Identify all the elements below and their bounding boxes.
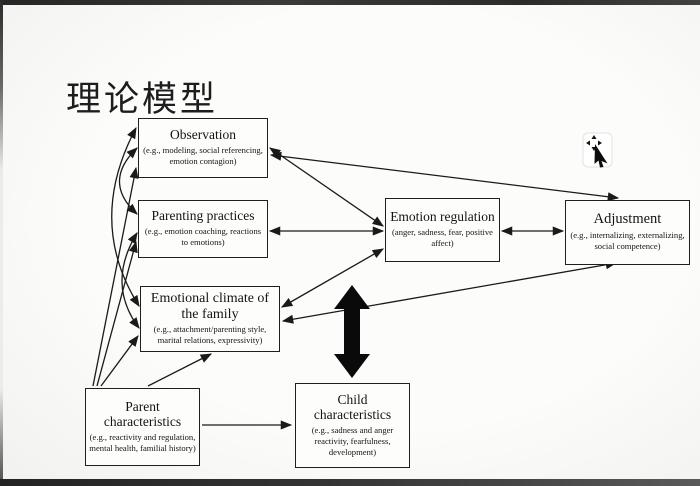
node-emotional-climate: Emotional climate of the family (e.g., a… [140, 286, 280, 352]
node-observation-title: Observation [170, 127, 236, 143]
node-observation-subtitle: (e.g., modeling, social referencing, emo… [143, 145, 263, 167]
node-emotion-regulation: Emotion regulation (anger, sadness, fear… [385, 198, 500, 262]
letterbox-left [0, 0, 3, 486]
line-climate-adjustment [281, 260, 618, 324]
letterbox-top [0, 0, 700, 5]
line-observation-emotionreg [269, 147, 384, 227]
line-parentchar-climate-bottom [147, 353, 213, 387]
node-emotional-climate-subtitle: (e.g., attachment/parenting style, marit… [153, 324, 267, 346]
node-adjustment-title: Adjustment [593, 211, 662, 228]
line-climate-emotionreg [281, 248, 384, 308]
line-parentchar-observation [92, 166, 139, 387]
node-child-characteristics-title: Child characteristics [313, 391, 392, 422]
node-child-characteristics: Child characteristics (e.g., sadness and… [295, 383, 410, 468]
node-observation: Observation (e.g., modeling, social refe… [138, 118, 268, 178]
node-child-characteristics-subtitle: (e.g., sadness and anger reactivity, fea… [311, 424, 394, 457]
thick-arrow-climate-childchar [334, 285, 370, 378]
node-adjustment-subtitle: (e.g., internalizing, externalizing, soc… [570, 230, 685, 252]
cursor-icon [580, 130, 620, 175]
line-parentchar-parenting [96, 240, 138, 387]
node-parenting-practices: Parenting practices (e.g., emotion coach… [138, 200, 268, 258]
node-parent-characteristics-title: Parent characteristics [103, 398, 182, 429]
node-parenting-practices-title: Parenting practices [151, 208, 255, 224]
line-observation-adjustment [269, 151, 620, 202]
node-adjustment: Adjustment (e.g., internalizing, externa… [565, 200, 690, 265]
arc-observation-climate [111, 126, 140, 307]
letterbox-bottom [0, 479, 700, 486]
node-parent-characteristics: Parent characteristics (e.g., reactivity… [85, 388, 200, 466]
page-title: 理论模型 [66, 80, 219, 121]
node-emotion-regulation-subtitle: (anger, sadness, fear, positive affect) [392, 227, 493, 249]
node-parenting-practices-subtitle: (e.g., emotion coaching, reactions to em… [144, 226, 262, 248]
node-parent-characteristics-subtitle: (e.g., reactivity and regulation, mental… [89, 431, 196, 453]
node-emotion-regulation-title: Emotion regulation [390, 209, 495, 225]
arc-parenting-climate [121, 232, 140, 329]
line-parentchar-climate-left [100, 335, 139, 387]
node-emotional-climate-title: Emotional climate of the family [150, 291, 270, 322]
